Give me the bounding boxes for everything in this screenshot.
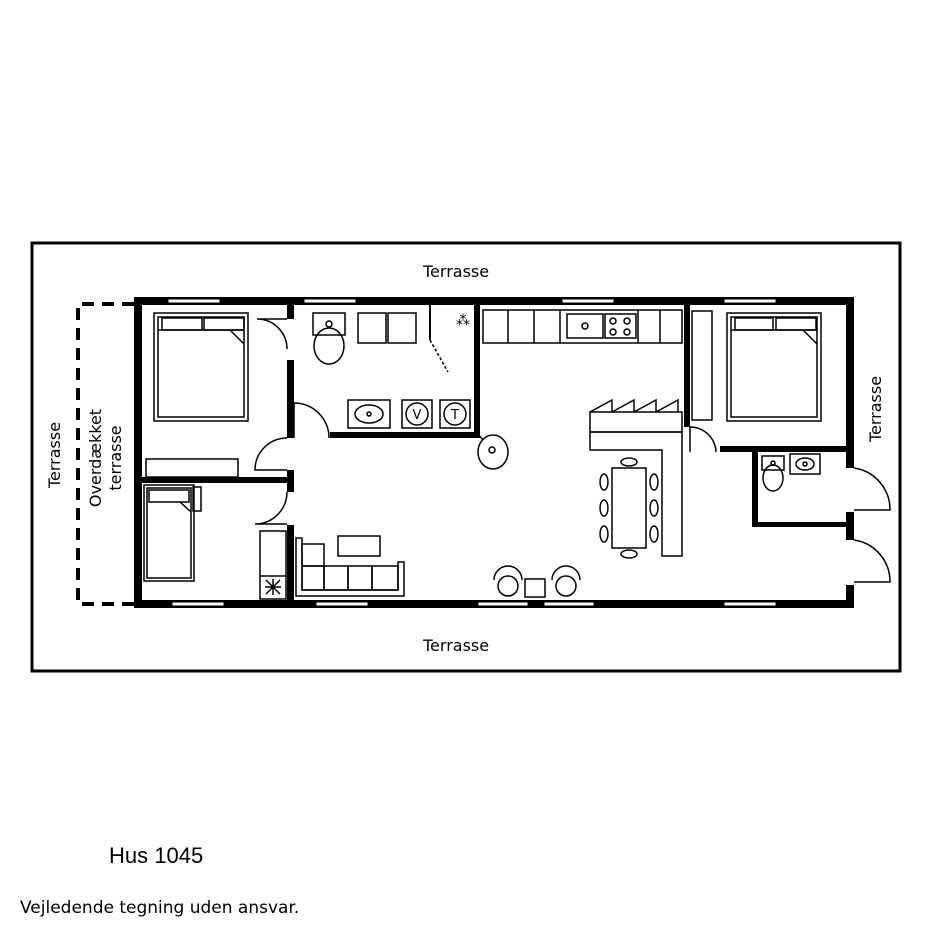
covered-terrace-outline <box>76 302 134 606</box>
covered-terrace-label-line2: terrasse <box>106 425 125 491</box>
interior-walls <box>142 305 846 600</box>
bed-right <box>726 312 822 422</box>
lounge-chairs <box>493 565 581 598</box>
windows <box>167 298 777 607</box>
doors <box>254 318 891 583</box>
kitchen-counter <box>482 309 683 344</box>
washer-symbol: V <box>413 408 422 423</box>
sofa <box>295 537 405 597</box>
covered-terrace-label-line1: Overdækket <box>86 408 105 508</box>
house-title: Hus 1045 <box>109 843 204 868</box>
bathroom-2-fixtures <box>761 453 821 492</box>
dining-table <box>599 457 659 559</box>
bed-left <box>153 312 249 422</box>
stove-icon <box>477 433 509 470</box>
kitchen-island <box>589 398 683 557</box>
covered-terrace-label: Overdækket terrasse <box>86 408 126 508</box>
tall-cabinet <box>691 310 713 421</box>
terrace-boundary <box>30 241 902 673</box>
terrace-right-label: Terrasse <box>866 375 885 443</box>
dryer-symbol: T <box>450 408 459 423</box>
terrace-bottom-label: Terrasse <box>423 636 490 655</box>
disclaimer: Vejledende tegning uden ansvar. <box>20 898 300 918</box>
desk <box>192 486 202 512</box>
shower-icon: ⁂ <box>456 313 470 329</box>
single-bed <box>143 484 195 582</box>
coffee-table <box>337 535 381 557</box>
terrace-left-label: Terrasse <box>45 421 64 489</box>
terrace-top-label: Terrasse <box>423 262 490 281</box>
wardrobe-left <box>145 458 239 478</box>
fridge <box>259 530 287 600</box>
bathroom-fixtures <box>312 312 471 429</box>
